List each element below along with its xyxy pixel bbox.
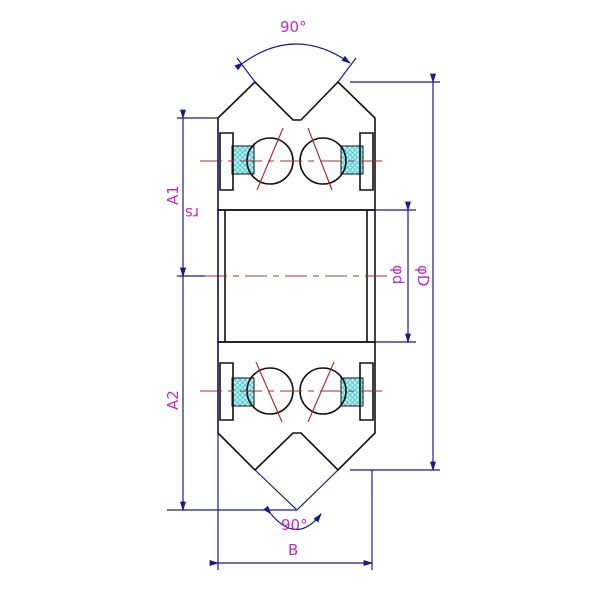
seal-right	[359, 362, 374, 421]
dim-B: B	[209, 118, 374, 570]
outer-ring-bottom	[217, 341, 376, 472]
D-label: φD	[414, 265, 432, 286]
ball-row-top	[219, 127, 374, 191]
seal-left	[219, 132, 234, 191]
ball-row-bottom	[219, 361, 374, 423]
rs-label: rs	[185, 204, 199, 222]
angle-dim-top: 90°	[234, 18, 357, 83]
seal-left	[219, 362, 234, 421]
B-label: B	[288, 541, 298, 559]
top-angle-label: 90°	[280, 18, 307, 36]
dim-a1-a2: A1 A2 rs	[164, 109, 297, 512]
seal-right	[359, 132, 374, 191]
centerlines	[200, 160, 390, 392]
d-label: φd	[389, 265, 407, 284]
angle-dim-bottom: 90°	[254, 469, 339, 534]
a1-label: A1	[164, 185, 182, 205]
a2-label: A2	[164, 390, 182, 410]
bottom-angle-label: 90°	[281, 516, 308, 534]
dim-d-D: φd φD	[350, 73, 440, 472]
